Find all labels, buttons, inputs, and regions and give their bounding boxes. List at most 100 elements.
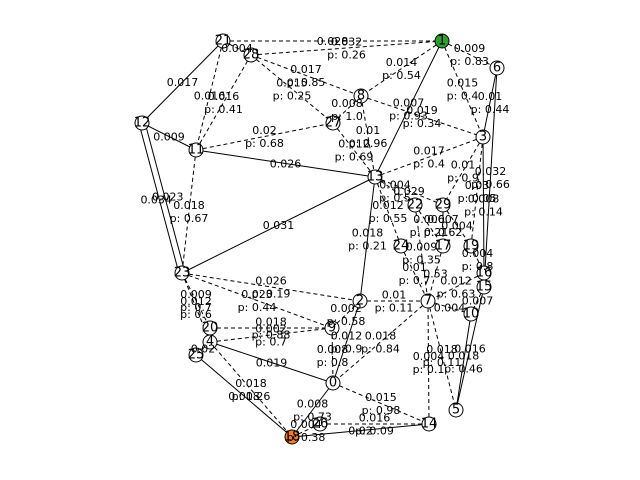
node-label-26: 26 [312, 417, 329, 432]
node-label-16: 16 [476, 266, 493, 281]
node-circle-9 [324, 320, 340, 336]
node-8: 8 [353, 88, 369, 104]
edge-3-19 [470, 136, 484, 247]
node-27: 27 [325, 115, 342, 131]
edge-label-15-10: 0.007 [462, 295, 494, 308]
edge-label-21-11: 0.016 [194, 90, 226, 103]
edge-label-15-5: 0.016 [454, 343, 486, 356]
node-label-25: 25 [188, 348, 205, 363]
node-label-11: 11 [188, 143, 205, 158]
node-circle-16 [476, 265, 492, 281]
edge-25-18 [195, 354, 293, 438]
edge-label-12-11: 0.009 [153, 131, 185, 144]
edge-23-4 [181, 272, 211, 343]
edge-label-21-28: 0.004 [221, 42, 253, 55]
node-label-18: 18 [284, 430, 301, 445]
node-13: 13 [367, 169, 383, 185]
node-19: 19 [463, 238, 479, 254]
edge-label-13-29: 0.029 [393, 185, 425, 198]
edge-18-26 [291, 423, 321, 438]
node-15: 15 [476, 279, 493, 295]
edge-27-13 [332, 122, 376, 178]
node-17: 17 [435, 238, 451, 254]
node-0: 0 [325, 375, 341, 391]
edge-11-13 [195, 149, 376, 178]
node-3: 3 [475, 129, 491, 145]
node-label-24: 24 [393, 239, 410, 254]
node-16: 16 [476, 265, 493, 281]
edge-28-11 [195, 54, 252, 151]
node-23: 23 [174, 265, 190, 281]
node-circle-3 [475, 129, 491, 145]
node-label-7: 7 [424, 294, 432, 309]
node-circle-28 [243, 47, 259, 63]
node-circle-25 [188, 347, 204, 363]
edge-1-3 [441, 40, 484, 138]
node-label-21: 21 [215, 34, 232, 49]
node-circle-18 [284, 429, 300, 445]
node-label-27: 27 [325, 116, 342, 131]
edge-22-7 [414, 204, 429, 302]
edge-21-28 [222, 40, 252, 56]
node-label-0: 0 [329, 376, 337, 391]
node-2: 2 [352, 293, 368, 309]
node-circle-10 [463, 306, 479, 322]
node-circle-13 [367, 169, 383, 185]
node-10: 10 [463, 306, 480, 322]
edge-9-0 [331, 327, 334, 384]
edge-label-12-23: 0.034 [140, 194, 172, 207]
node-circle-5 [448, 402, 464, 418]
edge-11-27 [195, 122, 334, 151]
node-25: 25 [188, 347, 205, 363]
edge-label-17-7: 0.53 [423, 268, 448, 281]
node-7: 7 [420, 293, 436, 309]
edge-21-11 [195, 40, 224, 151]
edge-13-29 [374, 176, 444, 206]
edge-label-7-10: 0.004 [434, 302, 466, 315]
node-20: 20 [202, 320, 219, 336]
node-circle-7 [420, 293, 436, 309]
edge-13-22 [374, 176, 416, 206]
edge-label-21-12: 0.017 [167, 76, 199, 89]
node-12: 12 [134, 115, 151, 131]
node-label-3: 3 [479, 130, 487, 145]
edge-1-13 [374, 40, 443, 178]
node-label-10: 10 [463, 307, 480, 322]
node-label-15: 15 [476, 280, 493, 295]
edge-label-11-13: 0.026 [270, 158, 302, 171]
node-label-20: 20 [202, 321, 219, 336]
node-label-8: 8 [357, 89, 365, 104]
node-circle-1 [434, 33, 450, 49]
node-label-5: 5 [452, 403, 460, 418]
node-circle-17 [435, 238, 451, 254]
edge-4-0 [209, 341, 334, 384]
node-label-12: 12 [134, 116, 151, 131]
